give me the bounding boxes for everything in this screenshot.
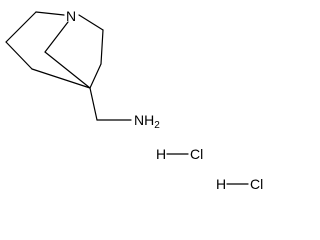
bond-left-arm [5,11,37,43]
bond-right-arm [100,29,104,65]
bond-left-to-bridgehead [31,68,91,89]
amine-h: H [144,112,154,128]
bond-bridgehead-ch2 [89,87,98,121]
amine-label: NH2 [134,112,160,131]
cage-bonds [5,11,104,89]
hcl-1-cl: Cl [190,146,203,162]
aminomethyl-bonds [89,87,132,121]
amine-n: N [134,112,144,128]
hcl-bonds [166,153,249,185]
bond-n-middle [44,21,69,53]
bond-n-left-top [35,11,65,16]
bond-middle-to-bridgehead [44,51,91,89]
hcl-2-cl: Cl [250,176,263,192]
molecule-drawing: N NH2 H Cl H Cl [5,8,263,192]
bond-right-to-bridgehead [89,63,102,89]
nitrogen-atom-label: N [66,8,76,24]
structure-diagram: N NH2 H Cl H Cl [5,8,263,192]
hcl-1-h: H [156,146,166,162]
hcl-2-h: H [216,176,226,192]
amine-h-count: 2 [154,120,160,131]
bond-n-right [78,14,104,31]
bond-left-down [5,41,33,70]
